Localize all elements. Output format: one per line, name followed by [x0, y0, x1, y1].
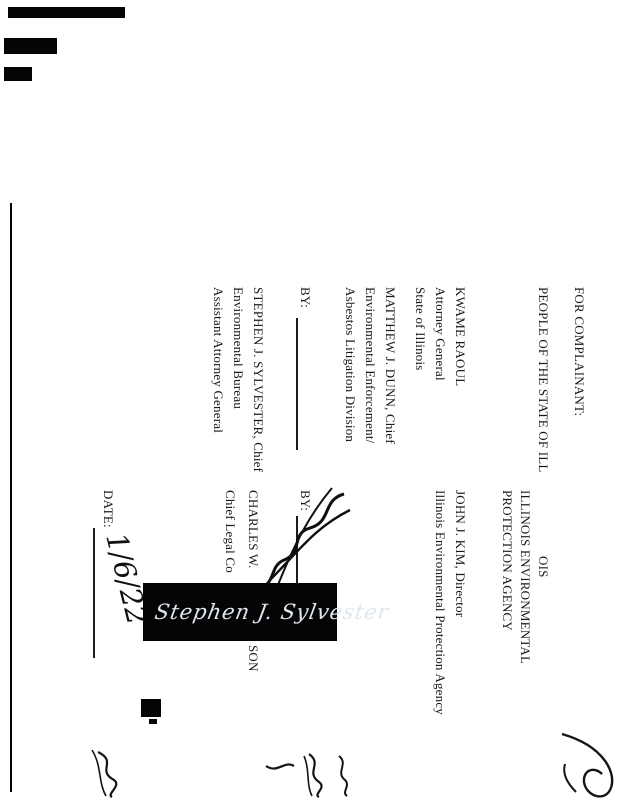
left-title-env-enforcement: Environmental Enforcement/ [363, 287, 378, 444]
left-signature-line [296, 318, 298, 450]
left-name-kwame-raoul: KWAME RAOUL [453, 287, 468, 387]
caption-people-line-fragment: OIS [536, 556, 551, 578]
caption-people-line: PEOPLE OF THE STATE OF ILL [536, 287, 551, 473]
date-line [93, 528, 95, 658]
signature-image-stephen-sylvester: Stephen J. Sylvester [143, 583, 391, 641]
right-title-chief-legal-counsel: Chief Legal Co [223, 490, 238, 573]
charles-signature-scrawl [261, 487, 351, 591]
left-title-attorney-general: Attorney General [433, 287, 448, 381]
page-edge-line [10, 203, 12, 792]
scan-mark-block-2 [149, 719, 157, 724]
left-title-environmental-bureau: Environmental Bureau [231, 287, 246, 410]
left-title-assistant-attorney-general: Assistant Attorney General [211, 287, 226, 434]
left-title-state-of-illinois: State of Illinois [413, 287, 428, 371]
scan-mark-top-2 [4, 38, 57, 54]
left-title-asbestos-division: Asbestos Litigation Division [343, 287, 358, 443]
right-name-john-kim: JOHN J. KIM, Director [453, 490, 468, 618]
scan-mark-top-3 [4, 67, 32, 81]
signature-cursive-text: Stephen J. Sylvester [152, 600, 392, 624]
caption-agency-line1: ILLINOIS ENVIRONMENTAL [518, 490, 533, 665]
scan-artifact-flourish [561, 732, 614, 798]
scan-artifact-fragment-4 [91, 749, 118, 798]
right-title-iepa: Illinois Environmental Protection Agency [433, 490, 448, 715]
left-name-stephen-sylvester: STEPHEN J. SYLVESTER, Chief [251, 287, 266, 473]
scan-artifact-fragment-2 [303, 753, 323, 798]
left-by-label: BY: [298, 287, 313, 309]
heading-for-complainant: FOR COMPLAINANT: [572, 287, 587, 417]
scan-mark-top-1 [8, 7, 125, 18]
right-name-charles-fragment: SON [246, 645, 261, 672]
date-label: DATE: [101, 490, 116, 528]
scan-artifact-fragment-3 [265, 763, 295, 770]
scan-mark-block-1 [141, 699, 161, 717]
scan-artifact-fragment-1 [338, 755, 348, 797]
caption-agency-line2: PROTECTION AGENCY [500, 490, 515, 631]
left-name-matthew-dunn: MATTHEW J. DUNN, Chief [383, 287, 398, 444]
